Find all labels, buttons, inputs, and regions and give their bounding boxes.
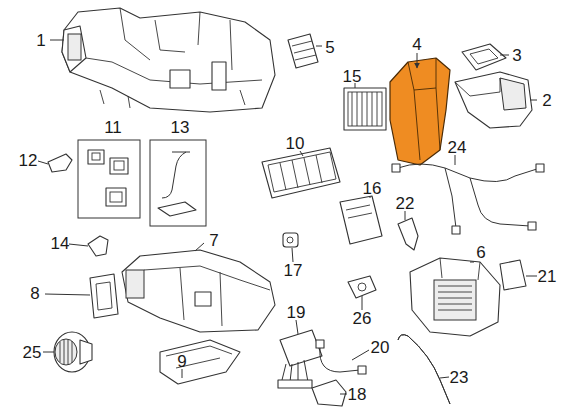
drain-hose-group — [150, 140, 206, 226]
leader-lines — [38, 40, 537, 394]
callout-number: 16 — [361, 179, 384, 198]
callout-number: 7 — [207, 231, 220, 250]
callout-number: 17 — [282, 261, 305, 280]
cover — [312, 380, 346, 406]
heater-case — [410, 258, 500, 336]
resistor-module — [278, 330, 322, 388]
callout-number: 3 — [510, 46, 523, 65]
callout-number: 12 — [17, 151, 40, 170]
callout-number: 23 — [448, 368, 471, 387]
seal-plate — [500, 260, 526, 290]
callout-number: 6 — [474, 243, 487, 262]
lower-housing — [122, 250, 275, 332]
callout-number: 24 — [446, 138, 469, 157]
callout-number: 9 — [175, 352, 188, 371]
callout-number: 25 — [21, 343, 44, 362]
vent-grille-group — [78, 140, 140, 218]
callout-number: 19 — [285, 303, 308, 322]
floor-duct — [160, 340, 240, 384]
callout-number: 26 — [351, 309, 374, 328]
drain-hose — [398, 335, 450, 404]
callout-number: 15 — [341, 67, 364, 86]
heater-core — [262, 148, 340, 198]
wire-harness — [392, 164, 544, 234]
callout-number: 18 — [346, 385, 369, 404]
bracket — [48, 154, 72, 172]
drain-hose — [398, 335, 450, 404]
callout-number: 2 — [540, 91, 553, 110]
callout-number: 10 — [284, 134, 307, 153]
callout-number: 14 — [49, 234, 72, 253]
callout-number: 22 — [394, 194, 417, 213]
highlighted-duct — [390, 58, 450, 165]
clip — [398, 218, 418, 250]
callout-number: 21 — [536, 267, 559, 286]
sensor — [283, 233, 298, 247]
callout-number: 11 — [102, 118, 124, 137]
control-module — [340, 196, 382, 244]
callout-number: 13 — [169, 118, 192, 137]
hvac-housing — [62, 8, 275, 112]
inlet-duct — [455, 72, 532, 128]
blower-motor — [54, 332, 92, 372]
evaporator-core — [344, 88, 386, 130]
callout-number: 1 — [34, 31, 47, 50]
actuator — [348, 276, 376, 298]
callout-number: 4 — [410, 35, 423, 54]
bracket — [88, 236, 108, 256]
filter-frame — [90, 274, 118, 318]
seal-frame — [462, 44, 506, 70]
callout-number: 5 — [323, 38, 336, 57]
sensor-cable — [316, 340, 366, 374]
filter-element — [288, 34, 318, 68]
callout-number: 20 — [369, 338, 392, 357]
callout-number: 8 — [28, 284, 41, 303]
